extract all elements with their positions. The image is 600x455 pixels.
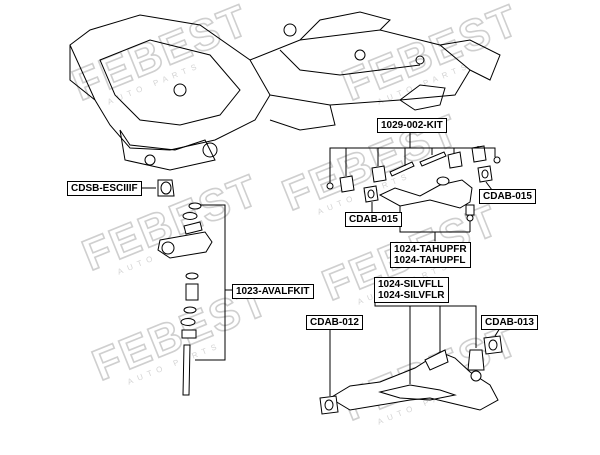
frame-hole xyxy=(144,154,156,166)
label-text: CDAB-013 xyxy=(485,317,534,328)
bushing-hole xyxy=(160,181,172,195)
frame-hole xyxy=(354,49,366,61)
vehicle-frame xyxy=(69,11,501,171)
label-cdab-015-left[interactable]: CDAB-015 xyxy=(345,212,402,227)
frame-right-end xyxy=(439,39,501,81)
lower-arm-rib xyxy=(378,384,457,401)
upper-ball-joint-stud xyxy=(465,204,475,216)
label-1023-avalfkit[interactable]: 1023-AVALFKIT xyxy=(232,284,314,299)
lower-arm-web xyxy=(424,349,449,371)
upper-arm-body xyxy=(378,179,473,209)
leader-cdab015-right xyxy=(485,181,493,191)
frame-cross-inner xyxy=(279,49,421,76)
stabilizer-link-kit xyxy=(157,202,213,396)
kit-nut xyxy=(493,156,501,164)
label-text: 1023-AVALFKIT xyxy=(236,286,310,297)
label-1024-silvf[interactable]: 1024-SILVFLL 1024-SILVFLR xyxy=(374,277,449,303)
frame-left-edge xyxy=(69,45,96,101)
leader-1029-kit xyxy=(329,130,496,183)
frame-hole xyxy=(415,55,425,65)
label-text: CDSB-ESCIIIF xyxy=(71,183,138,194)
label-text: CDAB-012 xyxy=(310,317,359,328)
label-cdab-013[interactable]: CDAB-013 xyxy=(481,315,538,330)
label-text-flr: 1024-SILVFLR xyxy=(378,290,445,301)
link-washer xyxy=(182,212,198,220)
upper-control-arm xyxy=(363,165,493,222)
upper-ball-joint-nut xyxy=(466,214,474,222)
kit-nut xyxy=(326,182,334,190)
frame-hole xyxy=(283,23,297,37)
frame-mount-right xyxy=(269,104,336,131)
label-text: CDAB-015 xyxy=(349,214,398,225)
stabilizer-bar-hole xyxy=(161,241,175,255)
lower-control-arm xyxy=(319,335,503,415)
link-bushing xyxy=(181,329,197,339)
stabilizer-bushing-part xyxy=(157,179,175,197)
label-text-fll: 1024-SILVFLL xyxy=(378,279,444,290)
label-text-fr: 1024-TAHUPFR xyxy=(394,244,467,255)
label-cdab-015-right[interactable]: CDAB-015 xyxy=(479,189,536,204)
frame-hole xyxy=(173,83,187,97)
frame-left-rail xyxy=(69,14,271,151)
kit-cam-washer xyxy=(447,151,463,169)
link-washer xyxy=(180,318,196,326)
label-cdab-012[interactable]: CDAB-012 xyxy=(306,315,363,330)
label-text: 1029-002-KIT xyxy=(381,120,443,131)
link-nut xyxy=(188,202,202,210)
upper-arm-pivot xyxy=(436,176,450,186)
lower-ball-joint xyxy=(467,349,485,371)
frame-right-pad xyxy=(399,84,446,111)
bushing-hole xyxy=(481,169,489,179)
frame-hole xyxy=(202,142,218,158)
watermark-brand: FEBEST xyxy=(336,0,526,110)
label-text-fl: 1024-TAHUPFL xyxy=(394,255,466,266)
label-1024-tahup[interactable]: 1024-TAHUPFR 1024-TAHUPFL xyxy=(390,242,471,268)
label-text: CDAB-015 xyxy=(483,191,532,202)
link-washer xyxy=(185,272,199,280)
leader-silvf xyxy=(374,302,477,384)
upper-arm-kit-hardware xyxy=(326,145,501,193)
link-spacer xyxy=(185,283,199,301)
link-bolt xyxy=(182,344,191,396)
frame-top-bracket xyxy=(299,11,391,41)
frame-left-inner xyxy=(99,39,241,126)
label-cdsb-esciiif[interactable]: CDSB-ESCIIIF xyxy=(67,181,142,196)
link-bushing xyxy=(183,221,203,235)
leader-avalfkit-bracket xyxy=(195,204,226,361)
lower-ball-joint-base xyxy=(470,370,482,382)
kit-bolt xyxy=(419,151,447,167)
lower-arm-body xyxy=(329,351,499,411)
kit-cam-washer xyxy=(339,175,355,193)
kit-cam-washer xyxy=(471,145,487,163)
bushing-hole xyxy=(488,339,498,351)
watermark-brand: FEBEST xyxy=(66,0,256,110)
kit-cam-washer xyxy=(371,165,387,183)
label-1029-002-kit[interactable]: 1029-002-KIT xyxy=(377,118,447,133)
link-washer xyxy=(183,306,197,314)
bushing-hole xyxy=(324,399,334,411)
bushing-hole xyxy=(367,189,375,199)
frame-lower-bracket xyxy=(119,129,216,171)
